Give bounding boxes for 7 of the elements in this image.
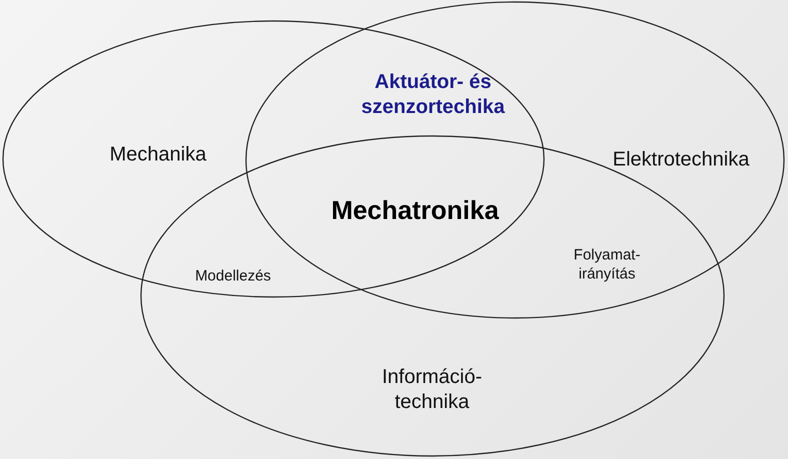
region-label: Folyamat- irányítás <box>572 246 642 284</box>
set-label: Elektrotechnika <box>612 148 750 172</box>
set-label: Mechanika <box>108 142 208 168</box>
set-label: Információ- technika <box>380 365 484 415</box>
center-label: Mechatronika <box>330 194 500 226</box>
region-label: Modellezés <box>194 268 272 286</box>
region-label: Aktuátor- és szenzortechika <box>360 70 506 120</box>
